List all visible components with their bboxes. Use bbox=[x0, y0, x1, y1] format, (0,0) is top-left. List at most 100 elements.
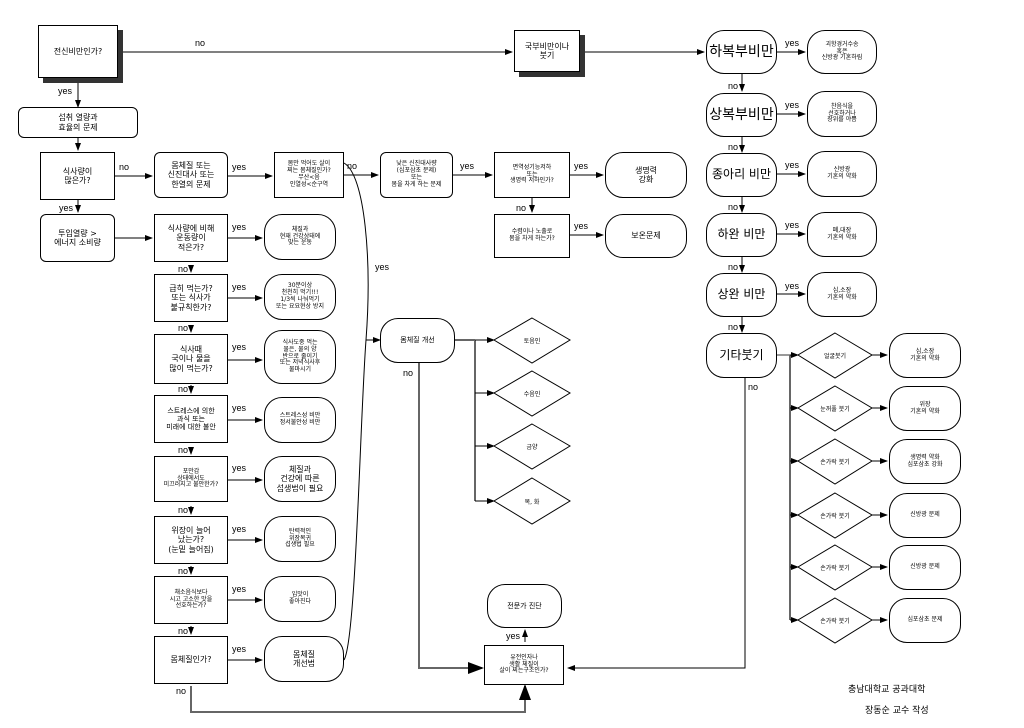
node-vitality[interactable]: 생명력 강화 bbox=[605, 152, 687, 198]
node-upper-abd-adv[interactable]: 찬음식을 선호하거나 장위를 야쁨 bbox=[807, 91, 877, 137]
edge-label-yes: yes bbox=[232, 463, 247, 473]
node-swelling-result[interactable]: 생명력 약화 심포삼초 강화 bbox=[889, 439, 961, 484]
node-swelling-result[interactable]: 심포삼초 문제 bbox=[889, 598, 961, 643]
node-gain-little[interactable]: 몸만 먹어도 살이 찌는 몸체질인가? 무산<음 인열성<순구역 bbox=[274, 152, 344, 198]
node-is-constitution[interactable]: 몸체질인가? bbox=[154, 636, 228, 684]
diamond-label: 손가락 붓기 bbox=[820, 512, 850, 520]
node-warmth[interactable]: 보온문제 bbox=[605, 214, 687, 258]
node-immune[interactable]: 면역성기능저하 또는 생명력 저하인가? bbox=[494, 152, 570, 198]
node-upper-abd[interactable]: 상복부비만 bbox=[706, 93, 777, 137]
diamond-label: 손가락 붓기 bbox=[820, 617, 850, 625]
node-swelling-result[interactable]: 신방광 문제 bbox=[889, 493, 961, 538]
edge-label-yes: yes bbox=[506, 631, 521, 641]
node-upper-arm[interactable]: 상완 비만 bbox=[706, 273, 777, 317]
diamond-label: 얼굴붓기 bbox=[823, 352, 847, 360]
diamond-swelling-3 bbox=[797, 438, 873, 485]
diamond-swelling-6 bbox=[797, 597, 873, 644]
node-stress-adv[interactable]: 스트레스성 비만 정서불안성 비만 bbox=[264, 397, 336, 443]
edge-label-yes: yes bbox=[460, 161, 475, 171]
node-lower-abd-adv[interactable]: 괴항경거수송 혹은 신방광 기혼하림 bbox=[807, 30, 877, 74]
edge-label-no: no bbox=[728, 142, 739, 152]
edge-label-yes: yes bbox=[232, 222, 247, 232]
edge-label-yes: yes bbox=[785, 38, 800, 48]
diamond-label: 수음인 bbox=[523, 390, 541, 398]
diamond-swelling-4 bbox=[797, 492, 873, 539]
edge-label-yes: yes bbox=[785, 100, 800, 110]
edge-label-no: no bbox=[403, 368, 414, 378]
node-eat-fast[interactable]: 급히 먹는가? 또는 식사가 불규칙한가? bbox=[154, 274, 228, 322]
edge-label-yes: yes bbox=[785, 220, 800, 230]
node-eat-much[interactable]: 식사량이 많은가? bbox=[40, 152, 115, 200]
node-intake-problem[interactable]: 섭취 열량과 효율의 문제 bbox=[18, 107, 138, 138]
node-other-swelling[interactable]: 기타붓기 bbox=[706, 333, 777, 378]
node-upper-arm-adv[interactable]: 심,소장 기혼의 약화 bbox=[807, 272, 877, 317]
node-start[interactable]: 전신비만인가? bbox=[38, 25, 118, 78]
node-swelling-result[interactable]: 심,소장 기혼의 약화 bbox=[889, 333, 961, 378]
edge-label-yes: yes bbox=[232, 524, 247, 534]
node-taste[interactable]: 채소음식보다 시고 고소한 맛을 선호하는가? bbox=[154, 576, 228, 624]
node-expert[interactable]: 전문가 진단 bbox=[487, 584, 562, 628]
edge-label-yes: yes bbox=[232, 403, 247, 413]
edge-label-no: no bbox=[195, 38, 206, 48]
node-swelling-result[interactable]: 신방광 문제 bbox=[889, 545, 961, 590]
edge-label-yes: yes bbox=[58, 86, 73, 96]
node-eat-fast-adv[interactable]: 30분이상 천천히 먹기!!! 1/3씩 나눠먹기 또는 요요현상 방지 bbox=[264, 274, 336, 320]
node-lower-abd[interactable]: 하복부비만 bbox=[706, 30, 777, 74]
edge-label-no: no bbox=[728, 202, 739, 212]
node-less-exercise[interactable]: 식사량에 비해 운동량이 적은가? bbox=[154, 214, 228, 262]
node-constitution[interactable]: 몸체질 또는 신진대사 또는 한열의 문제 bbox=[154, 152, 228, 198]
edge-label-no: no bbox=[178, 566, 189, 576]
node-soup[interactable]: 식사때 국이나 물을 많이 먹는가? bbox=[154, 334, 228, 384]
node-low-metab[interactable]: 낮은 신진대사량 (심포삼초 문제) 또는 몸을 차게 하는 문제 bbox=[380, 152, 453, 198]
node-const-improve[interactable]: 몸체질 개선 bbox=[380, 318, 455, 363]
node-partial[interactable]: 국부비만이나 붓기 bbox=[514, 30, 580, 72]
diamond-constitution-1 bbox=[493, 317, 571, 364]
diamond-constitution-2 bbox=[493, 370, 571, 417]
node-stress[interactable]: 스트레스에 의한 과식 또는 미래에 대한 불안 bbox=[154, 395, 228, 443]
edge-label-yes: yes bbox=[785, 281, 800, 291]
diamond-constitution-3 bbox=[493, 423, 571, 470]
node-energy-balance[interactable]: 투입열량 > 에너지 소비량 bbox=[40, 214, 115, 262]
node-taste-adv[interactable]: 입맛이 좋아진다 bbox=[264, 576, 336, 622]
diamond-label: 토음인 bbox=[523, 337, 541, 345]
edge-label-no: no bbox=[178, 505, 189, 515]
diamond-constitution-4 bbox=[493, 477, 571, 525]
node-calf-adv[interactable]: 신방광 기혼의 약화 bbox=[807, 151, 877, 197]
node-swelling-result[interactable]: 위장 기혼의 약화 bbox=[889, 386, 961, 431]
node-exercise-adv[interactable]: 체질과 현재 건강상태에 맞는 운동 bbox=[264, 214, 336, 260]
node-full[interactable]: 포만감 상태에서도 미끄러지고 불안한가? bbox=[154, 456, 228, 502]
edge-label-yes: yes bbox=[574, 221, 589, 231]
edge-label-no: no bbox=[728, 262, 739, 272]
edge-label-yes: yes bbox=[375, 262, 390, 272]
node-lower-arm-adv[interactable]: 폐,대장 기혼의 약화 bbox=[807, 212, 877, 257]
node-stomach[interactable]: 위장이 늘어 났는가? (눈밑 늘어짐) bbox=[154, 516, 228, 564]
edge-label-no: no bbox=[119, 162, 130, 172]
edge-label-no: no bbox=[178, 323, 189, 333]
edge-label-yes: yes bbox=[59, 203, 74, 213]
edge-label-no: no bbox=[178, 384, 189, 394]
edge-label-no: no bbox=[178, 445, 189, 455]
diamond-swelling-5 bbox=[797, 544, 873, 591]
edge-label-yes: yes bbox=[232, 162, 247, 172]
diamond-label: 금양 bbox=[526, 443, 538, 451]
diamond-swelling-1 bbox=[797, 332, 873, 379]
diamond-swelling-2 bbox=[797, 385, 873, 432]
diamond-label: 목, 화 bbox=[524, 498, 540, 506]
node-calf[interactable]: 종아리 비만 bbox=[706, 153, 777, 197]
diamond-label: 눈꺼풀 붓기 bbox=[820, 405, 850, 413]
node-const-method[interactable]: 몸체질 개선법 bbox=[264, 636, 344, 682]
node-lower-arm[interactable]: 하완 비만 bbox=[706, 213, 777, 257]
node-stomach-adv[interactable]: 탄력적인 위장복귀 섭생법 필요 bbox=[264, 516, 336, 562]
diamond-label: 손가락 붓기 bbox=[820, 564, 850, 572]
node-final-question[interactable]: 유전인자나 생활 체질이 살이 찌는구조인가? bbox=[484, 645, 564, 685]
edge-label-no: no bbox=[728, 81, 739, 91]
edge-label-yes: yes bbox=[232, 644, 247, 654]
node-cold-body[interactable]: 수렴이나 노출로 몸을 차게 하는가? bbox=[494, 214, 570, 258]
footer-author: 장동순 교수 작성 bbox=[865, 706, 929, 716]
edge-label-yes: yes bbox=[232, 342, 247, 352]
edge-label-yes: yes bbox=[574, 161, 589, 171]
node-diet-method[interactable]: 체질과 건강에 따른 섭생법이 필요 bbox=[264, 456, 336, 502]
edge-label-no: no bbox=[178, 626, 189, 636]
node-soup-adv[interactable]: 식사도중 먹는 물은, 물의 양 반으로 줄이기 또는 저녁식사후 물마시기 bbox=[264, 330, 336, 384]
